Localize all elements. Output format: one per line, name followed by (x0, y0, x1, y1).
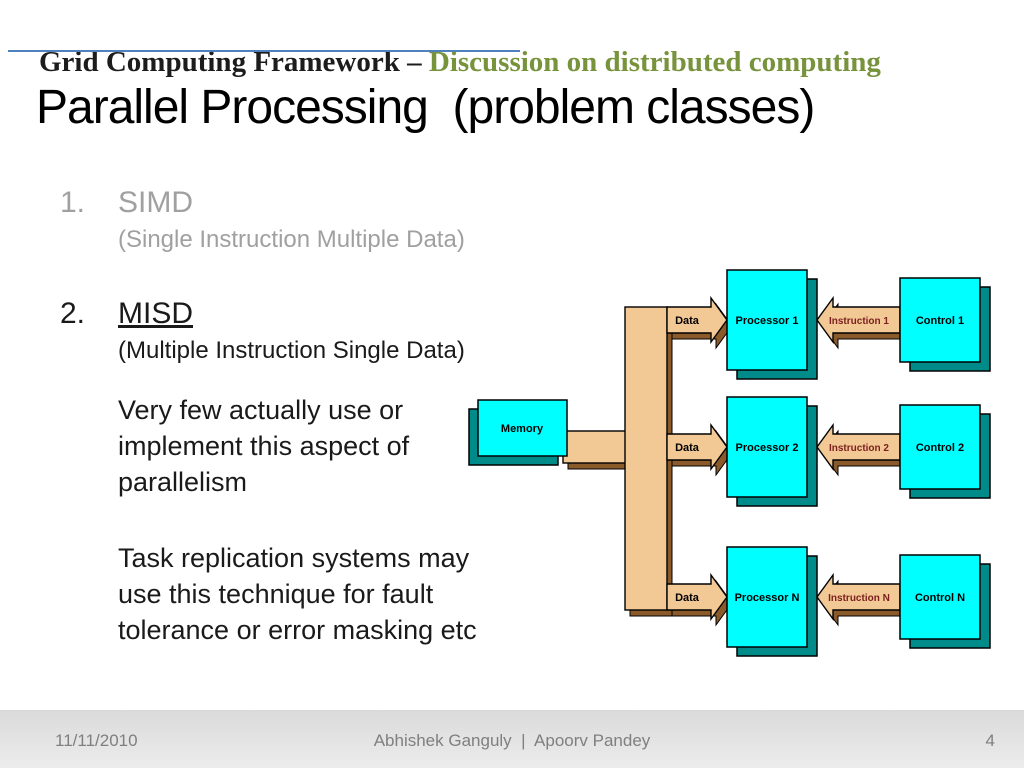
footer-authors: Abhishek Ganguly | Apoorv Pandey (373, 731, 651, 750)
control-label-2: Control 2 (916, 442, 964, 454)
list-definition-misd: (Multiple Instruction Single Data) (118, 337, 465, 364)
data-arrow-1 (666, 295, 728, 345)
data-label-2: Data (675, 442, 700, 454)
processor-label-3: Processor N (735, 592, 800, 604)
misd-architecture-diagram: Memory Data Processor 1 Instruction 1 Co… (468, 269, 991, 657)
list-item-simd: 1. SIMD (60, 186, 193, 220)
data-label-1: Data (675, 315, 700, 327)
control-label-3: Control N (915, 592, 965, 604)
header-title-green: Discussion on distributed computing (428, 45, 881, 78)
memory-label: Memory (501, 423, 544, 435)
control-label-1: Control 1 (916, 315, 964, 327)
memory-arm-connector (562, 430, 628, 464)
data-arrow-3 (666, 572, 728, 622)
list-definition-simd: (Single Instruction Multiple Data) (118, 226, 465, 253)
control-box-3 (899, 554, 981, 640)
list-term-simd: SIMD (118, 186, 193, 219)
instruction-label-2: Instruction 2 (829, 443, 889, 454)
control-box-1 (899, 277, 981, 363)
list-number-2: 2. (60, 297, 86, 330)
trunk-connector (624, 306, 668, 611)
list-item-misd: 2. MISD (60, 297, 193, 331)
data-label-3: Data (675, 592, 700, 604)
list-number-1: 1. (60, 186, 86, 219)
instruction-label-1: Instruction 1 (829, 316, 889, 327)
instruction-arrow-2 (816, 422, 901, 472)
footer-date: 11/11/2010 (55, 731, 138, 750)
misd-paragraph-2: Task replication systems may use this te… (118, 543, 477, 645)
processor-label-2: Processor 2 (736, 442, 799, 454)
header-underline (8, 50, 520, 52)
control-box-2 (899, 404, 981, 490)
data-arrow-2 (666, 422, 728, 472)
processor-label-1: Processor 1 (736, 315, 799, 327)
instruction-arrow-1 (816, 295, 901, 345)
footer-page-number: 4 (985, 731, 995, 750)
processor-box-2 (726, 396, 808, 498)
instruction-arrow-3 (816, 572, 901, 622)
memory-box (477, 399, 568, 457)
page-title: Parallel Processing (problem classes) (36, 81, 815, 134)
list-term-misd: MISD (118, 297, 193, 330)
processor-box-3 (726, 546, 808, 648)
slide-footer: 11/11/2010 Abhishek Ganguly | Apoorv Pan… (0, 710, 1024, 768)
misd-paragraph-1: Very few actually use or implement this … (118, 395, 410, 497)
processor-box-1 (726, 269, 808, 371)
instruction-label-3: Instruction N (828, 593, 890, 604)
